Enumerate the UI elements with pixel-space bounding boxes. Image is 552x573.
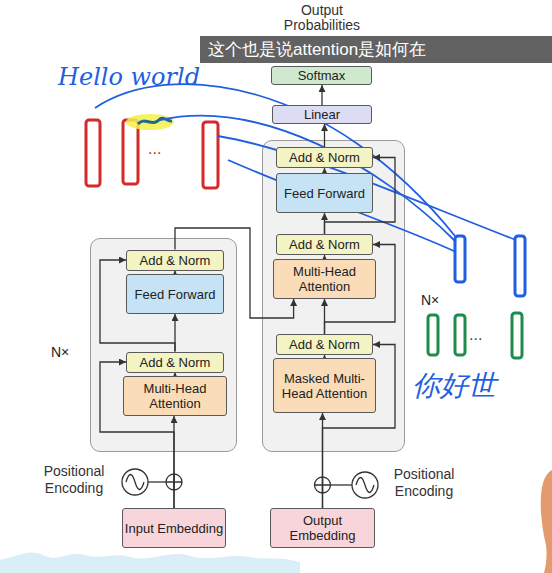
wire (148, 481, 166, 482)
ellipsis: ... (148, 140, 188, 158)
add-norm-box: Add & Norm (276, 147, 373, 168)
node-label: Input Embedding (125, 521, 223, 536)
masked-attention-box: Masked Multi-Head Attention (273, 358, 376, 413)
sine-symbol (352, 472, 378, 498)
add-norm-box: Add & Norm (276, 334, 373, 355)
add-norm-box: Add & Norm (276, 234, 373, 255)
ellipsis-holder: ... (148, 140, 188, 160)
flow-arrow (324, 124, 325, 147)
node-label: Add & Norm (140, 355, 211, 370)
vector-sketch (86, 120, 100, 186)
encoding-label-holder: Positional Encoding (32, 463, 116, 501)
add-norm-box: Add & Norm (126, 250, 224, 271)
vector-sketch (512, 313, 522, 358)
handwritten-note-holder: Hello world (58, 62, 228, 96)
node-label: Add & Norm (289, 337, 360, 352)
sine-wave (356, 478, 374, 493)
vector-sketch (455, 315, 465, 355)
attention-box: Multi-Head Attention (273, 259, 376, 299)
feed-forward-box: Feed Forward (276, 173, 373, 213)
output-label-holder: Output Probabilities (272, 3, 372, 35)
softmax-box: Softmax (271, 66, 372, 85)
handwritten-note-holder: 你好世 (412, 370, 522, 404)
node-label: Feed Forward (284, 186, 365, 201)
node-label: Multi-Head Attention (124, 381, 226, 411)
encoding-label: Positional Encoding (32, 463, 116, 497)
node-label: 这个也是说attention是如何在 (208, 40, 426, 60)
vector-sketch (428, 315, 438, 355)
attention-box: Multi-Head Attention (123, 376, 227, 416)
node-label: Add & Norm (289, 237, 360, 252)
handwritten-note: 你好世 (412, 370, 522, 402)
node-label: Add & Norm (289, 150, 360, 165)
vector-sketch (123, 120, 138, 184)
node-label: Multi-Head Attention (274, 264, 375, 294)
subtitle-band: 这个也是说attention是如何在 (200, 36, 552, 63)
flow-arrow (321, 85, 322, 105)
vector-sketch (203, 122, 218, 188)
audio-wave (0, 553, 300, 573)
embedding-box: Output Embedding (270, 508, 375, 548)
linear-box: Linear (272, 105, 372, 124)
node-label: Masked Multi-Head Attention (274, 371, 375, 401)
encoding-label: Positional Encoding (382, 466, 466, 500)
ellipsis: ... (469, 326, 505, 344)
node-label: Linear (304, 107, 340, 122)
wire (331, 484, 352, 485)
node-label: Feed Forward (135, 287, 216, 302)
output-label: Output Probabilities (272, 3, 372, 33)
repeat-count: N× (421, 293, 439, 308)
vector-sketch (515, 236, 525, 296)
encoding-label-holder: Positional Encoding (382, 466, 466, 504)
feed-forward-box: Feed Forward (126, 274, 224, 314)
highlight-mark (126, 114, 174, 130)
sine-symbol (122, 469, 148, 495)
add-norm-box: Add & Norm (126, 352, 224, 373)
node-label: Add & Norm (140, 253, 211, 268)
node-label: Output Embedding (271, 513, 374, 543)
handwritten-note: Hello world (58, 62, 228, 92)
sine-wave (126, 475, 144, 490)
presenter-shape (541, 470, 552, 573)
ellipsis-holder: ... (469, 326, 505, 346)
vector-sketch (455, 236, 465, 282)
node-label: Softmax (298, 68, 346, 83)
encoder-block: N×Add & NormFeed ForwardAdd & NormMulti-… (90, 238, 237, 452)
repeat-count: N× (51, 345, 69, 360)
embedding-box: Input Embedding (122, 508, 226, 548)
